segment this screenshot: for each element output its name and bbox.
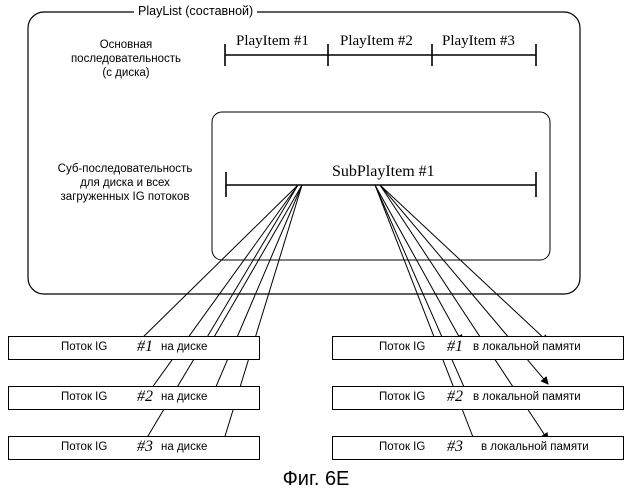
sub-path-label-line: Суб-последовательность (40, 162, 210, 176)
stream-prefix: Поток IG (379, 441, 425, 453)
local-stream-box-3: Поток IG #3 в локальной памяти (332, 436, 624, 460)
stream-location: на диске (161, 441, 207, 453)
sub-path-label-line: загруженных IG потоков (40, 190, 210, 204)
stream-prefix: Поток IG (61, 441, 107, 453)
stream-number: #3 (137, 438, 153, 456)
main-path-label-line: Основная (56, 38, 196, 52)
local-stream-box-2: Поток IG #2 в локальной памяти (332, 386, 624, 410)
arrows-to-local-streams (375, 185, 548, 450)
stream-location: в локальной памяти (481, 441, 589, 453)
stream-location: на диске (161, 341, 207, 353)
stream-number: #2 (447, 388, 463, 406)
stream-prefix: Поток IG (379, 391, 425, 403)
stream-prefix: Поток IG (379, 341, 425, 353)
disc-stream-box-1: Поток IG #1 на диске (8, 336, 260, 360)
stream-location: в локальной памяти (473, 391, 581, 403)
sub-path-label: Суб-последовательность для диска и всех … (40, 162, 210, 204)
playitem-3-label: PlayItem #3 (442, 33, 515, 50)
stream-prefix: Поток IG (61, 341, 107, 353)
figure-caption: Фиг. 6E (0, 468, 632, 491)
playlist-title: PlayList (составной) (134, 4, 257, 18)
stream-number: #1 (447, 338, 463, 356)
local-stream-box-1: Поток IG #1 в локальной памяти (332, 336, 624, 360)
main-path-label: Основная последовательность (с диска) (56, 38, 196, 80)
playitem-2-label: PlayItem #2 (340, 33, 413, 50)
stream-prefix: Поток IG (61, 391, 107, 403)
subplayitem-label: SubPlayItem #1 (332, 163, 435, 181)
sub-path-label-line: для диска и всех (40, 176, 210, 190)
playitem-1-label: PlayItem #1 (236, 33, 309, 50)
stream-number: #2 (137, 388, 153, 406)
main-path-label-line: последовательность (56, 52, 196, 66)
stream-location: в локальной памяти (473, 341, 581, 353)
stream-number: #1 (137, 338, 153, 356)
disc-stream-box-3: Поток IG #3 на диске (8, 436, 260, 460)
stream-location: на диске (161, 391, 207, 403)
main-path-label-line: (с диска) (56, 66, 196, 80)
stream-number: #3 (447, 438, 463, 456)
disc-stream-box-2: Поток IG #2 на диске (8, 386, 260, 410)
